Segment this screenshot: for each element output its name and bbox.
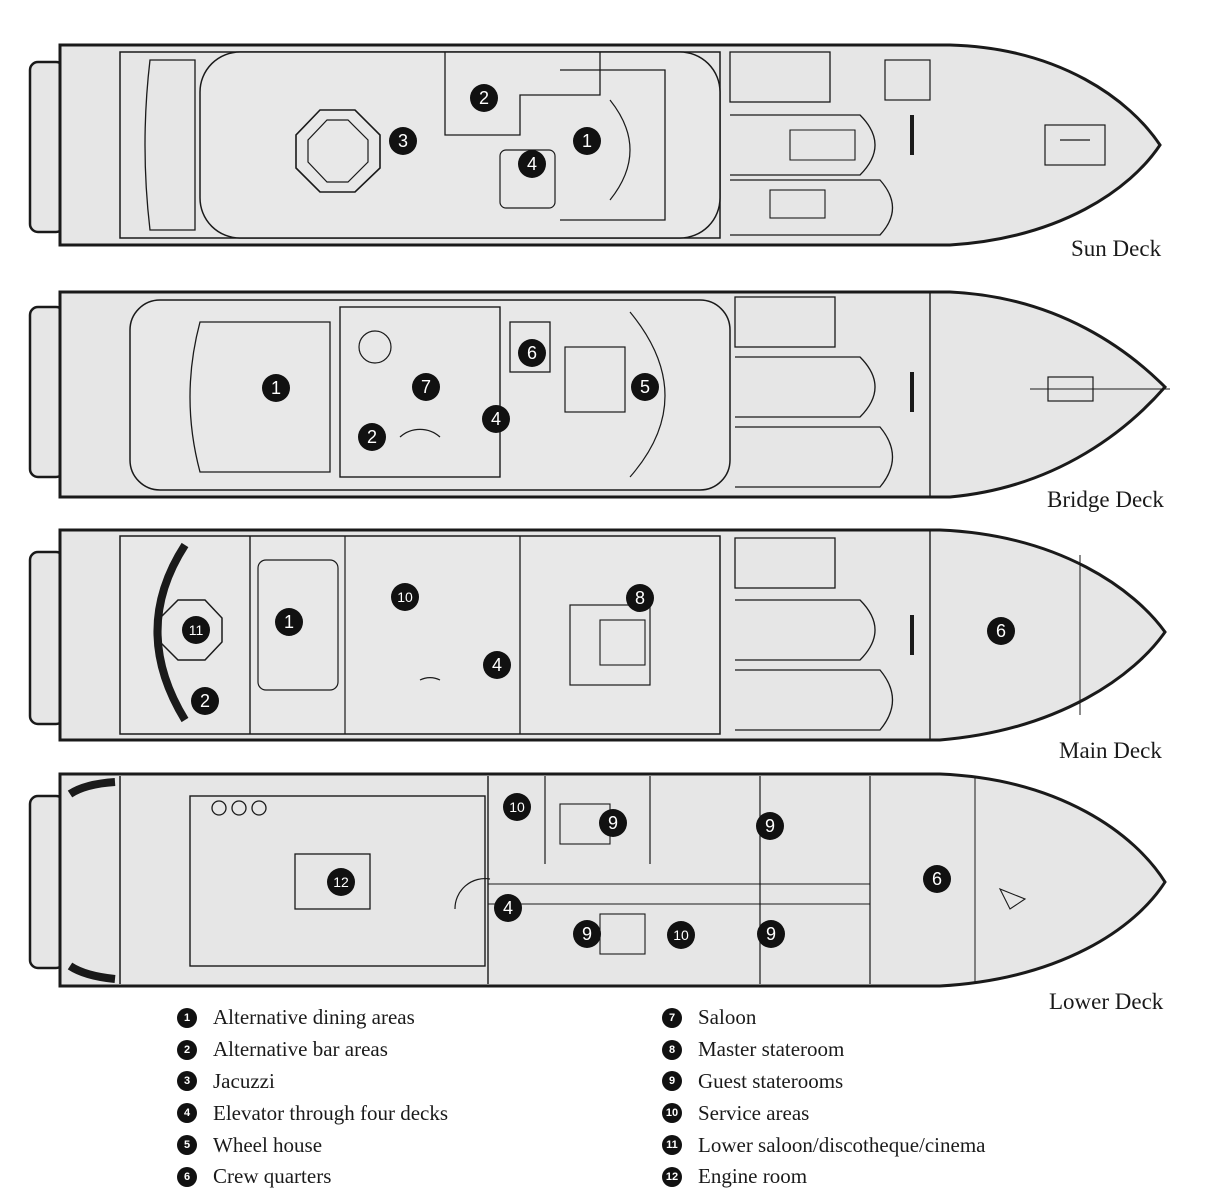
- marker-main-6: 6: [987, 617, 1015, 645]
- svg-text:1: 1: [284, 612, 294, 632]
- svg-text:5: 5: [640, 377, 650, 397]
- svg-text:4: 4: [491, 409, 501, 429]
- main-deck-plan: [28, 528, 1167, 742]
- marker-main-2: 2: [191, 687, 219, 715]
- legend-number-badge: 2: [177, 1039, 197, 1060]
- svg-text:6: 6: [527, 343, 537, 363]
- svg-text:4: 4: [492, 655, 502, 675]
- legend-label: Crew quarters: [213, 1164, 332, 1189]
- svg-text:7: 7: [421, 377, 431, 397]
- marker-main-8: 8: [626, 584, 654, 612]
- marker-bridge-4: 4: [482, 405, 510, 433]
- legend-number-badge: 3: [177, 1071, 197, 1092]
- svg-text:1: 1: [582, 131, 592, 151]
- legend-number-badge: 1: [177, 1007, 197, 1028]
- svg-text:9: 9: [766, 924, 776, 944]
- marker-lower-9: 9: [573, 920, 601, 948]
- svg-text:2: 2: [367, 427, 377, 447]
- marker-lower-9: 9: [599, 809, 627, 837]
- legend-label: Alternative dining areas: [213, 1005, 415, 1030]
- legend-label: Lower saloon/discotheque/cinema: [698, 1132, 986, 1157]
- svg-text:2: 2: [200, 691, 210, 711]
- legend-label: Alternative bar areas: [213, 1037, 388, 1062]
- marker-bridge-6: 6: [518, 339, 546, 367]
- marker-sun-4: 4: [518, 150, 546, 178]
- legend-number-badge: 7: [662, 1007, 682, 1028]
- legend-right-column: 7 Saloon 8 Master stateroom 9 Guest statero…: [662, 1002, 986, 1193]
- svg-text:12: 12: [333, 874, 349, 890]
- marker-lower-6: 6: [923, 865, 951, 893]
- legend-item: 11 Lower saloon/discotheque/cinema: [662, 1129, 986, 1161]
- legend-label: Guest staterooms: [698, 1068, 844, 1093]
- legend-label: Saloon: [698, 1005, 757, 1030]
- marker-sun-1: 1: [573, 127, 601, 155]
- marker-sun-3: 3: [389, 127, 417, 155]
- legend-item: 5 Wheel house: [177, 1129, 448, 1161]
- svg-text:2: 2: [479, 88, 489, 108]
- marker-bridge-7: 7: [412, 373, 440, 401]
- svg-text:8: 8: [635, 588, 645, 608]
- legend-label: Master stateroom: [698, 1037, 845, 1062]
- svg-text:11: 11: [189, 622, 204, 638]
- legend-number-badge: 5: [177, 1135, 197, 1156]
- deck-label-main: Main Deck: [1059, 738, 1162, 763]
- svg-text:4: 4: [503, 898, 513, 918]
- svg-text:9: 9: [582, 924, 592, 944]
- deck-label-lower: Lower Deck: [1049, 989, 1164, 1014]
- marker-lower-10: 10: [667, 921, 695, 949]
- legend-item: 9 Guest staterooms: [662, 1066, 986, 1098]
- svg-text:10: 10: [673, 927, 689, 943]
- svg-text:10: 10: [397, 589, 413, 605]
- legend-label: Jacuzzi: [213, 1068, 275, 1093]
- svg-text:6: 6: [996, 621, 1006, 641]
- legend-number-badge: 12: [662, 1166, 682, 1187]
- deck-label-sun: Sun Deck: [1071, 236, 1162, 261]
- marker-bridge-2: 2: [358, 423, 386, 451]
- legend-label: Service areas: [698, 1100, 810, 1125]
- marker-main-11: 11: [182, 616, 210, 644]
- bridge-deck-plan: [28, 290, 1170, 499]
- legend-number-badge: 9: [662, 1071, 682, 1092]
- legend-label: Elevator through four decks: [213, 1100, 449, 1125]
- marker-bridge-5: 5: [631, 373, 659, 401]
- legend-label: Wheel house: [213, 1132, 323, 1157]
- svg-text:10: 10: [509, 799, 525, 815]
- marker-sun-2: 2: [470, 84, 498, 112]
- marker-bridge-1: 1: [262, 374, 290, 402]
- legend-item: 2 Alternative bar areas: [177, 1034, 448, 1066]
- marker-lower-9: 9: [757, 920, 785, 948]
- svg-text:9: 9: [765, 816, 775, 836]
- legend-item: 4 Elevator through four decks: [177, 1097, 448, 1129]
- svg-text:9: 9: [608, 813, 618, 833]
- legend-number-badge: 6: [177, 1166, 197, 1187]
- legend-left-column: 1 Alternative dining areas 2 Alternative b…: [177, 1002, 448, 1193]
- legend-item: 8 Master stateroom: [662, 1034, 986, 1066]
- legend-number-badge: 10: [662, 1103, 682, 1124]
- legend-label: Engine room: [698, 1164, 808, 1189]
- sun-deck-plan: [28, 43, 1162, 247]
- svg-text:6: 6: [932, 869, 942, 889]
- legend-number-badge: 11: [662, 1135, 682, 1156]
- marker-lower-10: 10: [503, 793, 531, 821]
- lower-deck-plan: [28, 772, 1167, 988]
- marker-main-10: 10: [391, 583, 419, 611]
- svg-text:4: 4: [527, 154, 537, 174]
- marker-lower-9: 9: [756, 812, 784, 840]
- deck-label-bridge: Bridge Deck: [1047, 487, 1164, 512]
- marker-main-1: 1: [275, 608, 303, 636]
- legend-item: 3 Jacuzzi: [177, 1066, 448, 1098]
- legend-item: 10 Service areas: [662, 1097, 986, 1129]
- legend-item: 6 Crew quarters: [177, 1161, 448, 1193]
- svg-text:1: 1: [271, 378, 281, 398]
- legend-item: 7 Saloon: [662, 1002, 986, 1034]
- legend-number-badge: 4: [177, 1103, 197, 1124]
- marker-lower-12: 12: [327, 868, 355, 896]
- svg-text:3: 3: [398, 131, 408, 151]
- marker-lower-4: 4: [494, 894, 522, 922]
- marker-main-4: 4: [483, 651, 511, 679]
- legend-item: 12 Engine room: [662, 1161, 986, 1193]
- legend-item: 1 Alternative dining areas: [177, 1002, 448, 1034]
- legend-number-badge: 8: [662, 1039, 682, 1060]
